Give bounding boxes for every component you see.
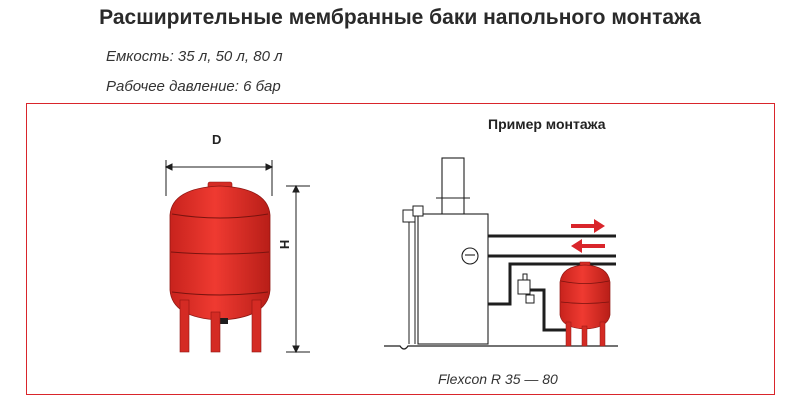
capacity-spec: Емкость: 35 л, 50 л, 80 л [106,48,283,65]
floor-line [384,345,618,350]
expansion-tank-large [169,181,271,353]
example-title: Пример монтажа [488,116,606,132]
pressure-spec: Рабочее давление: 6 бар [106,78,281,95]
diagram-frame [26,103,775,395]
dimension-d-label: D [212,132,222,147]
dimension-d-line [164,160,274,196]
boiler [417,157,489,345]
expansion-tank-small [559,261,611,347]
connection-valve [517,273,535,304]
page-title: Расширительные мембранные баки напольног… [99,6,701,29]
flow-arrows [571,219,605,253]
safety-group [402,205,424,344]
dimension-h-line [286,184,310,354]
pipes [488,234,616,332]
model-label: Flexcon R 35 — 80 [438,371,558,387]
